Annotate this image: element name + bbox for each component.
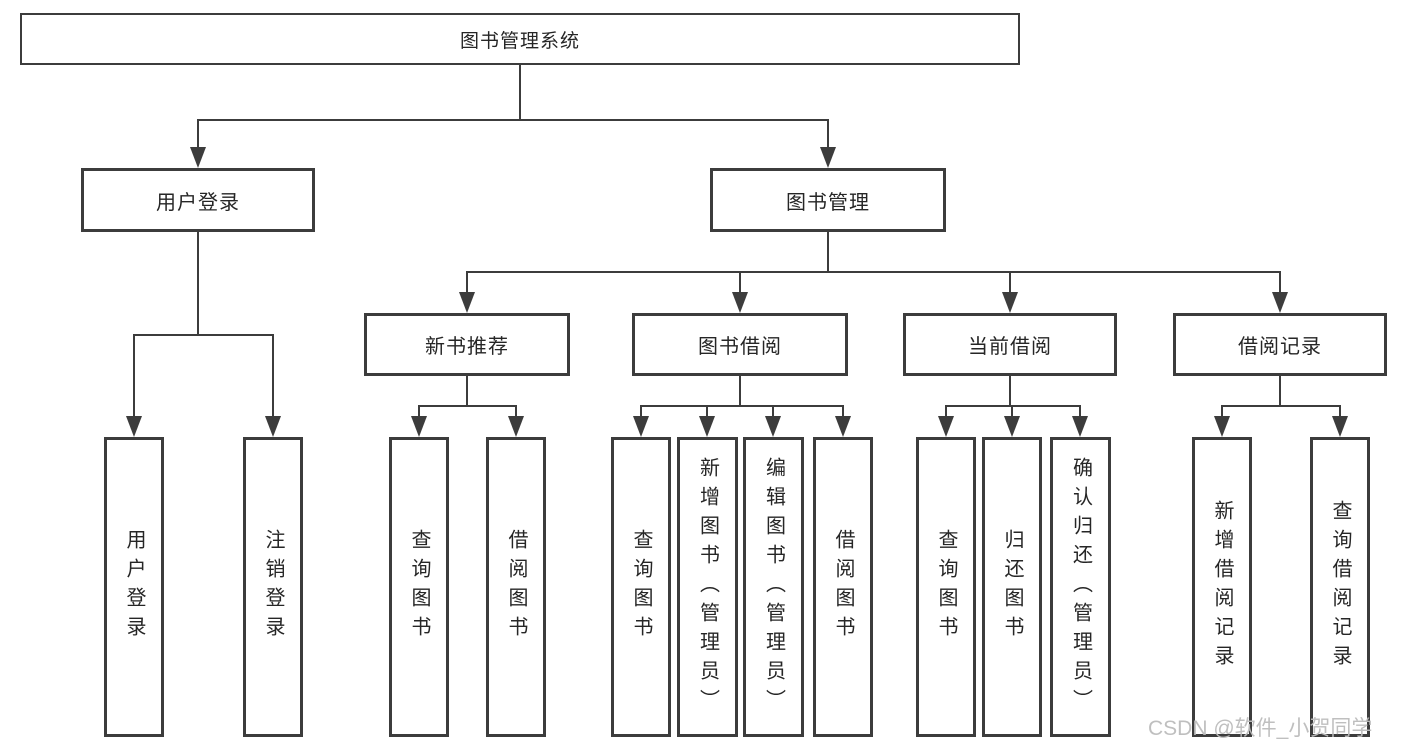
node-add-book-admin: 新增图书（管理员） xyxy=(677,437,738,737)
node-query-books-current: 查询图书 xyxy=(916,437,976,737)
node-book-borrowing: 图书借阅 xyxy=(632,313,848,376)
arrow-down-icon xyxy=(265,416,281,437)
arrow-down-icon xyxy=(699,416,715,437)
connector-line xyxy=(827,119,829,163)
arrow-down-icon xyxy=(459,292,475,313)
arrow-down-icon xyxy=(190,147,206,168)
arrow-down-icon xyxy=(126,416,142,437)
arrow-down-icon xyxy=(508,416,524,437)
connector-line xyxy=(519,64,521,121)
arrow-down-icon xyxy=(1004,416,1020,437)
node-return-books: 归还图书 xyxy=(982,437,1042,737)
connector-line xyxy=(827,232,829,273)
node-new-book-recommendation: 新书推荐 xyxy=(364,313,570,376)
node-edit-book-admin: 编辑图书（管理员） xyxy=(743,437,804,737)
connector-line xyxy=(1221,405,1341,407)
node-add-borrow-record: 新增借阅记录 xyxy=(1192,437,1252,737)
node-query-books-recommend: 查询图书 xyxy=(389,437,449,737)
csdn-watermark: CSDN @软件_小贺同学 xyxy=(1148,717,1373,740)
arrow-down-icon xyxy=(732,292,748,313)
connector-line xyxy=(945,405,1081,407)
node-logout: 注销登录 xyxy=(243,437,303,737)
connector-line xyxy=(466,271,468,308)
arrow-down-icon xyxy=(765,416,781,437)
connector-line xyxy=(197,119,829,121)
node-current-borrowing: 当前借阅 xyxy=(903,313,1117,376)
connector-line xyxy=(466,376,468,407)
node-query-books-borrowing: 查询图书 xyxy=(611,437,671,737)
connector-line xyxy=(1009,271,1011,308)
node-borrow-books: 借阅图书 xyxy=(813,437,873,737)
connector-line xyxy=(1009,376,1011,407)
node-user-login-branch: 用户登录 xyxy=(81,168,315,232)
node-query-borrow-record: 查询借阅记录 xyxy=(1310,437,1370,737)
connector-line xyxy=(197,119,199,163)
node-borrowing-records: 借阅记录 xyxy=(1173,313,1387,376)
arrow-down-icon xyxy=(1332,416,1348,437)
node-user-login: 用户登录 xyxy=(104,437,164,737)
connector-line xyxy=(272,334,274,432)
connector-line xyxy=(466,271,1281,273)
arrow-down-icon xyxy=(633,416,649,437)
arrow-down-icon xyxy=(411,416,427,437)
connector-line xyxy=(1279,376,1281,407)
connector-line xyxy=(739,376,741,407)
arrow-down-icon xyxy=(938,416,954,437)
connector-line xyxy=(640,405,844,407)
node-book-management: 图书管理 xyxy=(710,168,946,232)
arrow-down-icon xyxy=(1272,292,1288,313)
connector-line xyxy=(739,271,741,308)
arrow-down-icon xyxy=(835,416,851,437)
arrow-down-icon xyxy=(1002,292,1018,313)
connector-line xyxy=(133,334,274,336)
connector-line xyxy=(1279,271,1281,308)
arrow-down-icon xyxy=(1072,416,1088,437)
node-library-management-system: 图书管理系统 xyxy=(20,13,1020,65)
connector-line xyxy=(197,232,199,336)
connector-line xyxy=(418,405,517,407)
arrow-down-icon xyxy=(1214,416,1230,437)
node-borrow-books-recommend: 借阅图书 xyxy=(486,437,546,737)
connector-line xyxy=(133,334,135,432)
arrow-down-icon xyxy=(820,147,836,168)
node-confirm-return-admin: 确认归还（管理员） xyxy=(1050,437,1111,737)
